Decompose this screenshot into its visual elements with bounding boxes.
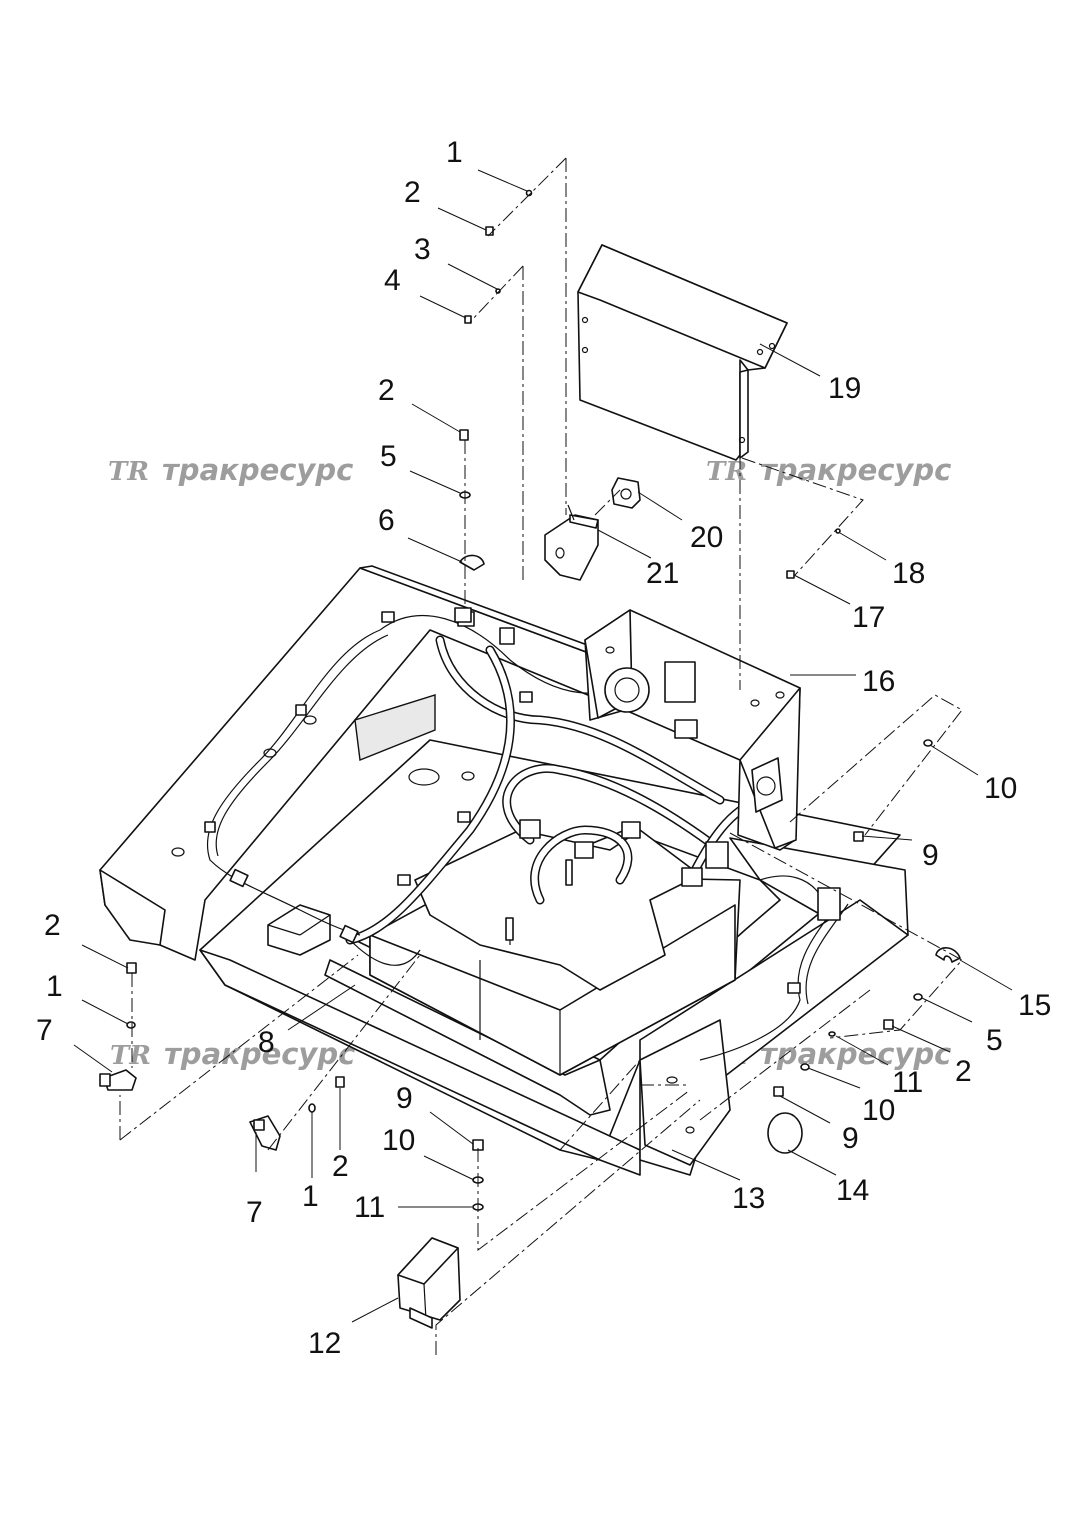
callout-10: 10 — [862, 1094, 895, 1127]
switch-20 — [611, 477, 641, 509]
callout-7: 7 — [36, 1014, 53, 1047]
grommet-14 — [767, 1112, 803, 1154]
callout-labels: 1 2 3 4 2 5 6 19 20 21 18 17 16 10 9 2 1… — [36, 136, 1051, 1360]
relay-12 — [397, 1237, 461, 1329]
bracket-7-mid — [249, 1115, 281, 1151]
callout-14: 14 — [836, 1174, 869, 1207]
watermark-text: тракресурс — [164, 1037, 355, 1071]
callout-9: 9 — [396, 1082, 413, 1115]
callout-17: 17 — [852, 601, 885, 634]
callout-8: 8 — [258, 1026, 275, 1059]
callout-7: 7 — [246, 1196, 263, 1229]
watermark-text: тракресурс — [162, 453, 353, 487]
screw-17 — [786, 570, 795, 579]
watermark-bottom-left: TR тракресурс — [110, 1037, 355, 1071]
callout-20: 20 — [690, 521, 723, 554]
bolt-2-right — [883, 1019, 894, 1030]
callout-2: 2 — [332, 1150, 349, 1183]
clamp-6 — [459, 554, 485, 571]
callout-11: 11 — [354, 1191, 385, 1224]
watermark-text: тракресурс — [760, 1037, 951, 1071]
callout-2: 2 — [44, 909, 61, 942]
callout-2: 2 — [378, 374, 395, 407]
callout-9: 9 — [922, 839, 939, 872]
callout-3: 3 — [414, 233, 431, 266]
callout-12: 12 — [308, 1327, 341, 1360]
control-box-16 — [584, 609, 801, 851]
callout-1: 1 — [46, 970, 63, 1003]
callout-5: 5 — [380, 440, 397, 473]
screw-4-top — [464, 315, 472, 324]
washer-1-left — [126, 1021, 136, 1029]
assembly-centerlines — [119, 157, 963, 1355]
watermark-top-left: TR тракресурс — [108, 453, 353, 487]
callout-18: 18 — [892, 557, 925, 590]
watermark-logo: TR — [706, 457, 747, 487]
washer-5-right — [913, 993, 923, 1001]
clip-15 — [935, 947, 961, 963]
callout-15: 15 — [1018, 989, 1051, 1022]
callout-11: 11 — [892, 1066, 923, 1099]
callout-1: 1 — [302, 1180, 319, 1213]
washer-1-mid — [308, 1103, 316, 1113]
block — [454, 607, 472, 623]
washer-18 — [835, 528, 841, 534]
washer-10-right-lower — [800, 1063, 810, 1071]
screw-9-right-lower — [773, 1086, 784, 1097]
bolt-2-left — [126, 962, 137, 974]
screw-9-right — [853, 831, 864, 842]
callout-10: 10 — [984, 772, 1017, 805]
bracket-21 — [544, 504, 599, 581]
bracket-7-left — [99, 1069, 137, 1091]
callout-16: 16 — [862, 665, 895, 698]
callout-2: 2 — [955, 1055, 972, 1088]
callout-9: 9 — [842, 1122, 859, 1155]
callout-6: 6 — [378, 504, 395, 537]
watermark-text: тракресурс — [760, 453, 951, 487]
watermark-logo: TR — [110, 1041, 151, 1071]
cover-19 — [577, 244, 788, 461]
callout-10: 10 — [382, 1124, 415, 1157]
watermark-logo: TR — [108, 457, 149, 487]
callout-5: 5 — [986, 1024, 1003, 1057]
bolt-2 — [459, 429, 469, 441]
washer-11-right — [828, 1031, 836, 1037]
leader-lines — [73, 169, 1013, 1323]
callout-19: 19 — [828, 372, 861, 405]
bolt-2-mid — [335, 1076, 345, 1088]
callout-4: 4 — [384, 264, 401, 297]
washer-10-right — [923, 739, 933, 747]
callout-2: 2 — [404, 176, 421, 209]
callout-21: 21 — [646, 557, 679, 590]
callout-13: 13 — [732, 1182, 765, 1215]
callout-1: 1 — [446, 136, 463, 169]
